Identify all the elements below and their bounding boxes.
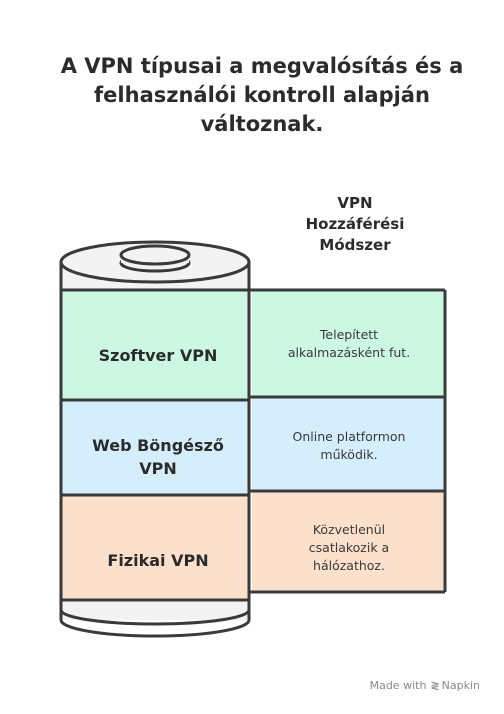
description-fill-browser bbox=[252, 398, 445, 490]
napkin-brand-text: Napkin bbox=[441, 679, 480, 692]
column-header-line-1: VPN bbox=[337, 194, 373, 212]
title-line-3: változnak. bbox=[200, 112, 324, 136]
description-fill-software bbox=[252, 290, 445, 396]
napkin-logo-icon: ≷ bbox=[430, 679, 440, 692]
made-with-napkin-footer: Made with≷Napkin bbox=[370, 679, 480, 692]
cylinder-bottom-curve bbox=[59, 600, 251, 638]
segment-label-physical: Fizikai VPN bbox=[107, 551, 209, 570]
diagram-title: A VPN típusai a megvalósítás és a felhas… bbox=[20, 52, 504, 139]
description-fill-physical bbox=[252, 492, 445, 592]
title-line-1: A VPN típusai a megvalósítás és a bbox=[60, 54, 464, 78]
segment-fill-physical bbox=[61, 495, 249, 600]
description-physical: Közvetlenül csatlakozik a hálózathoz. bbox=[308, 522, 390, 573]
segment-label-software: Szoftver VPN bbox=[98, 346, 218, 365]
column-header: VPN Hozzáférési Módszer bbox=[280, 193, 430, 256]
segment-label-browser: Web Böngésző VPN bbox=[92, 436, 224, 478]
cylinder-bottom-band bbox=[61, 600, 249, 620]
description-software: Telepített alkalmazásként fut. bbox=[287, 327, 411, 360]
cylinder-knob-top bbox=[119, 244, 191, 266]
column-header-line-3: Módszer bbox=[319, 236, 391, 254]
column-header-line-2: Hozzáférési bbox=[305, 215, 405, 233]
description-browser: Online platformon működik. bbox=[292, 429, 406, 462]
segment-fill-browser bbox=[61, 400, 249, 495]
title-line-2: felhasználói kontroll alapján bbox=[94, 83, 430, 107]
segment-fill-software bbox=[61, 290, 249, 400]
cylinder-bottom-edge bbox=[59, 609, 251, 626]
made-with-text: Made with bbox=[369, 679, 427, 692]
